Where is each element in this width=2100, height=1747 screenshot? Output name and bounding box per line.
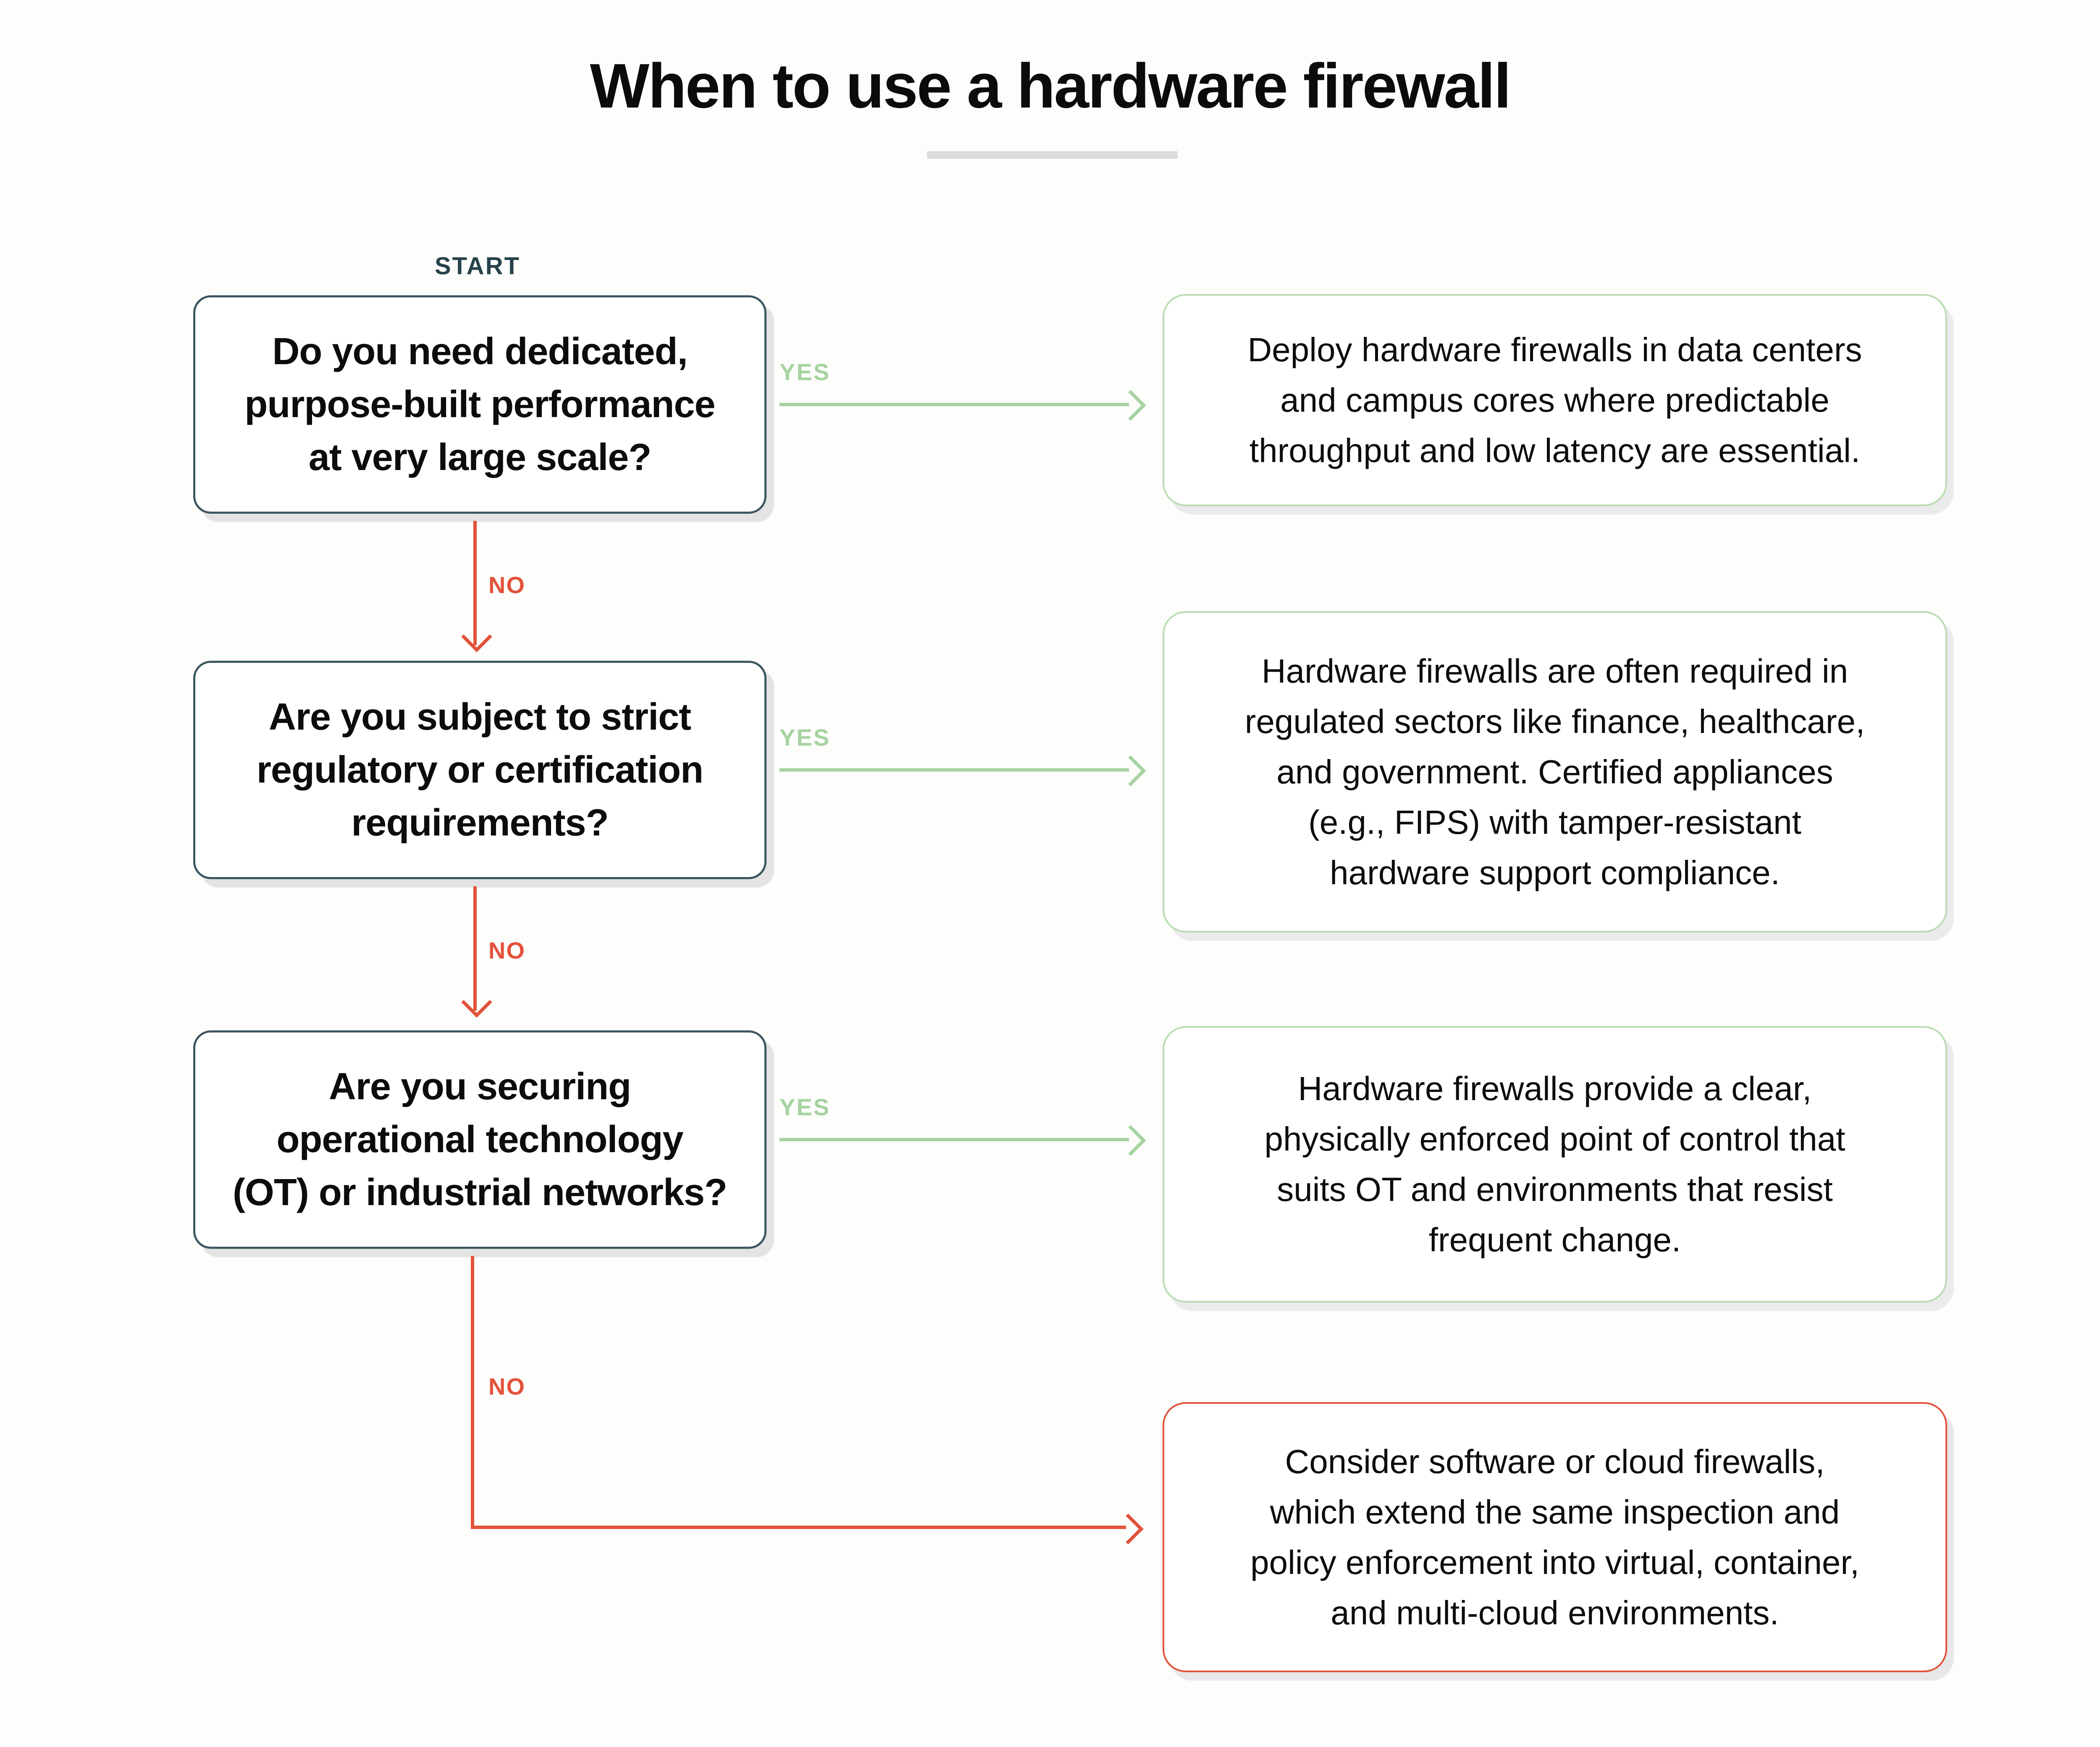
start-label: START (435, 252, 521, 280)
no-elbow-arrow-vertical (471, 1256, 474, 1529)
question-3-text: Are you securing operational technology … (232, 1066, 727, 1214)
no-outcome-box: Consider software or cloud firewalls, wh… (1163, 1402, 1947, 1672)
question-box-2: Are you subject to strict regulatory or … (193, 661, 766, 879)
no-label-3: NO (488, 1373, 525, 1400)
answer-box-3: Hardware firewalls provide a clear, phys… (1163, 1026, 1947, 1303)
question-box-3: Are you securing operational technology … (193, 1030, 766, 1249)
yes-label-1: YES (780, 359, 831, 385)
arrowhead-right-icon (1115, 755, 1146, 786)
arrowhead-right-icon (1115, 1125, 1146, 1156)
answer-1-text: Deploy hardware firewalls in data center… (1247, 331, 1862, 469)
page-title: When to use a hardware firewall (590, 50, 1512, 121)
answer-box-2: Hardware firewalls are often required in… (1163, 611, 1947, 933)
arrowhead-right-icon (1115, 390, 1146, 421)
no-arrow-1-line (473, 521, 477, 645)
yes-label-3: YES (780, 1094, 831, 1120)
question-1-text: Do you need dedicated, purpose-built per… (244, 331, 715, 478)
yes-arrow-3 (780, 1125, 1146, 1156)
yes-arrow-2 (780, 755, 1146, 786)
no-outcome-text: Consider software or cloud firewalls, wh… (1250, 1442, 1859, 1631)
answer-3-text: Hardware firewalls provide a clear, phys… (1264, 1070, 1845, 1258)
answer-box-1: Deploy hardware firewalls in data center… (1163, 294, 1947, 506)
yes-arrow-3-line (780, 1138, 1129, 1141)
no-arrow-1 (461, 521, 492, 652)
yes-arrow-1 (780, 390, 1146, 421)
arrowhead-down-icon (461, 621, 492, 652)
arrowhead-down-icon (461, 987, 492, 1018)
title-underline (927, 151, 1178, 159)
no-label-1: NO (488, 572, 525, 598)
arrowhead-right-icon (1113, 1513, 1144, 1545)
answer-2-text: Hardware firewalls are often required in… (1244, 652, 1865, 891)
question-box-1: Do you need dedicated, purpose-built per… (193, 295, 766, 514)
no-elbow-arrow-horizontal (471, 1526, 1126, 1529)
question-2-text: Are you subject to strict regulatory or … (256, 696, 704, 844)
no-arrow-2 (461, 886, 492, 1018)
yes-label-2: YES (780, 724, 831, 751)
no-label-2: NO (488, 937, 525, 964)
yes-arrow-2-line (780, 768, 1129, 772)
no-arrow-2-line (473, 886, 477, 1011)
yes-arrow-1-line (780, 403, 1129, 406)
